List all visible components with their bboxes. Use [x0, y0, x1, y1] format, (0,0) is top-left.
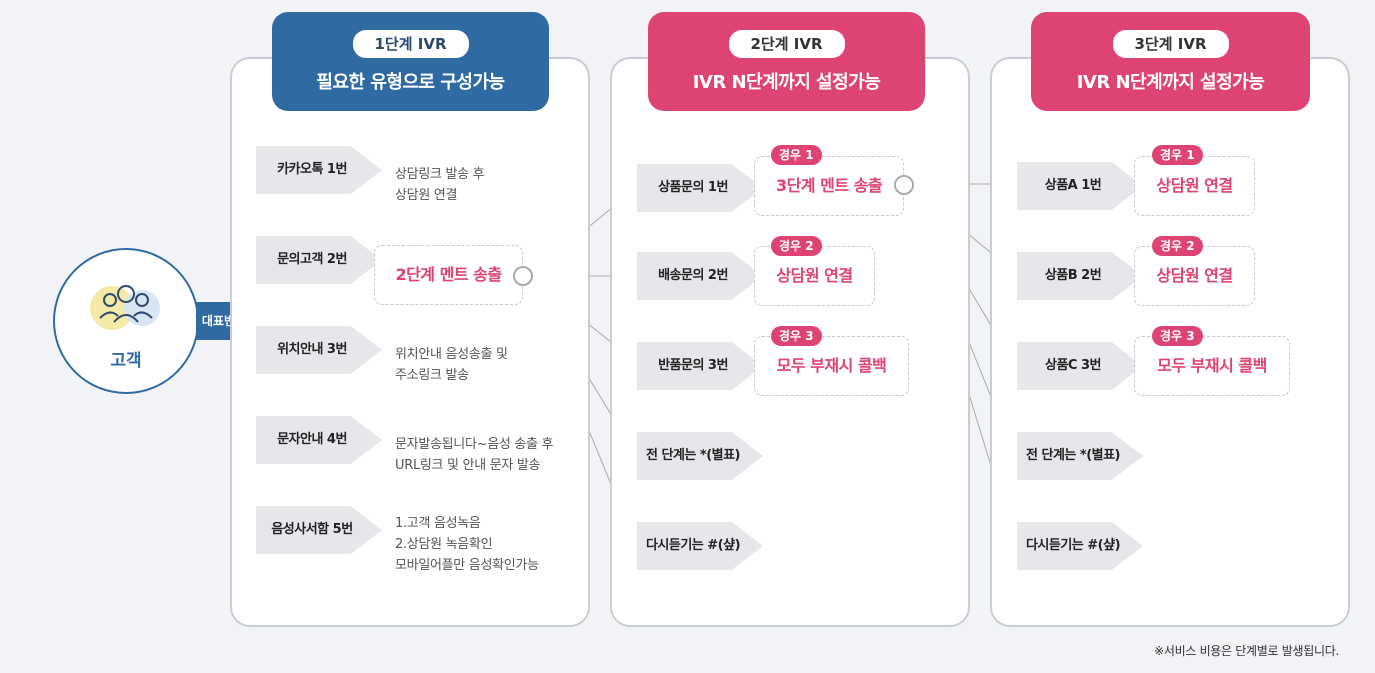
stage2-option-2: 배송문의 2번 — [637, 252, 763, 300]
option-label: 상품문의 1번 — [658, 180, 728, 195]
stage1-option-5: 음성사서함 5번 — [256, 506, 382, 554]
case-badge: 경우 1 — [1152, 145, 1203, 165]
stage2-option-3: 반품문의 3번 — [637, 342, 763, 390]
desc-line: 주소링크 발송 — [395, 368, 469, 383]
stage3-badge: 3단계 IVR — [1112, 30, 1229, 58]
footnote: ※서비스 비용은 단계별로 발생됩니다. — [1154, 644, 1339, 658]
option-label: 전 단계는 *(별표) — [646, 448, 741, 463]
desc-line: 상담원 연결 — [395, 188, 458, 203]
option-label: 문자안내 4번 — [277, 432, 347, 447]
stage1-subtitle: 필요한 유형으로 구성가능 — [316, 72, 505, 93]
stage3-subtitle: IVR N단계까지 설정가능 — [1076, 72, 1265, 93]
stage1-option-2: 문의고객 2번 — [256, 236, 382, 284]
stage2-badge: 2단계 IVR — [728, 30, 845, 58]
option-label: 전 단계는 *(별표) — [1026, 448, 1121, 463]
desc-line: 2.상담원 녹음확인 — [395, 537, 493, 552]
customer-group-icon — [90, 285, 160, 330]
option-label: 배송문의 2번 — [658, 268, 728, 283]
stage1-option-2-box: 2단계 멘트 송출 — [374, 245, 523, 305]
option-label: 상품A 1번 — [1044, 178, 1102, 193]
case-badge: 경우 1 — [771, 145, 822, 165]
option-label: 상품B 2번 — [1044, 268, 1102, 283]
option-label: 문의고객 2번 — [277, 252, 347, 267]
stage3-header: 3단계 IVR IVR N단계까지 설정가능 — [1031, 12, 1310, 111]
stage2-header: 2단계 IVR IVR N단계까지 설정가능 — [648, 12, 925, 111]
stage3-option-3-box: 모두 부재시 콜백 — [1134, 336, 1290, 396]
stage2-option-2-box: 상담원 연결 — [754, 246, 875, 306]
stage1-option-1: 카카오톡 1번 — [256, 146, 382, 194]
stage3-option-5: 다시듣기는 #(샾) — [1017, 522, 1143, 570]
option-label: 반품문의 3번 — [658, 358, 728, 373]
case-badge: 경우 2 — [1152, 236, 1203, 256]
stage2-option-4: 전 단계는 *(별표) — [637, 432, 763, 480]
desc-line: 모바일어플만 음성확인가능 — [395, 558, 539, 573]
stage1-option-4-desc: 문자발송됩니다~음성 송출 후 URL링크 및 안내 문자 발송 — [395, 434, 553, 476]
stage2-option-1: 상품문의 1번 — [637, 164, 763, 212]
case-badge: 경우 3 — [1152, 326, 1203, 346]
desc-line: 위치안내 음성송출 및 — [395, 347, 508, 362]
desc-line: 상담링크 발송 후 — [395, 167, 485, 182]
desc-line: URL링크 및 안내 문자 발송 — [395, 458, 541, 473]
case-badge: 경우 2 — [771, 236, 822, 256]
stage1-header: 1단계 IVR 필요한 유형으로 구성가능 — [272, 12, 549, 111]
case-badge: 경우 3 — [771, 326, 822, 346]
option-label: 음성사서함 5번 — [271, 522, 353, 537]
stage1-option-3: 위치안내 3번 — [256, 326, 382, 374]
branch-node — [894, 175, 914, 195]
stage2-option-1-box: 3단계 멘트 송출 — [754, 156, 904, 216]
stage3-option-1: 상품A 1번 — [1017, 162, 1143, 210]
stage3-option-1-box: 상담원 연결 — [1134, 156, 1255, 216]
option-label: 위치안내 3번 — [277, 342, 347, 357]
stage2-option-3-box: 모두 부재시 콜백 — [754, 336, 909, 396]
stage2-subtitle: IVR N단계까지 설정가능 — [692, 72, 881, 93]
branch-node — [513, 266, 533, 286]
stage1-badge: 1단계 IVR — [352, 30, 469, 58]
stage1-option-4: 문자안내 4번 — [256, 416, 382, 464]
option-label: 다시듣기는 #(샾) — [645, 538, 741, 553]
stage3-option-2: 상품B 2번 — [1017, 252, 1143, 300]
customer-circle: 고객 — [53, 248, 199, 394]
option-label: 카카오톡 1번 — [277, 162, 347, 177]
stage2-option-5: 다시듣기는 #(샾) — [637, 522, 763, 570]
option-label: 상품C 3번 — [1045, 358, 1102, 373]
stage3-option-2-box: 상담원 연결 — [1134, 246, 1255, 306]
stage3-option-4: 전 단계는 *(별표) — [1017, 432, 1143, 480]
stage3-option-3: 상품C 3번 — [1017, 342, 1143, 390]
option-label: 다시듣기는 #(샾) — [1025, 538, 1121, 553]
customer-label: 고객 — [110, 351, 142, 371]
desc-line: 1.고객 음성녹음 — [395, 516, 481, 531]
desc-line: 문자발송됩니다~음성 송출 후 — [395, 437, 554, 452]
